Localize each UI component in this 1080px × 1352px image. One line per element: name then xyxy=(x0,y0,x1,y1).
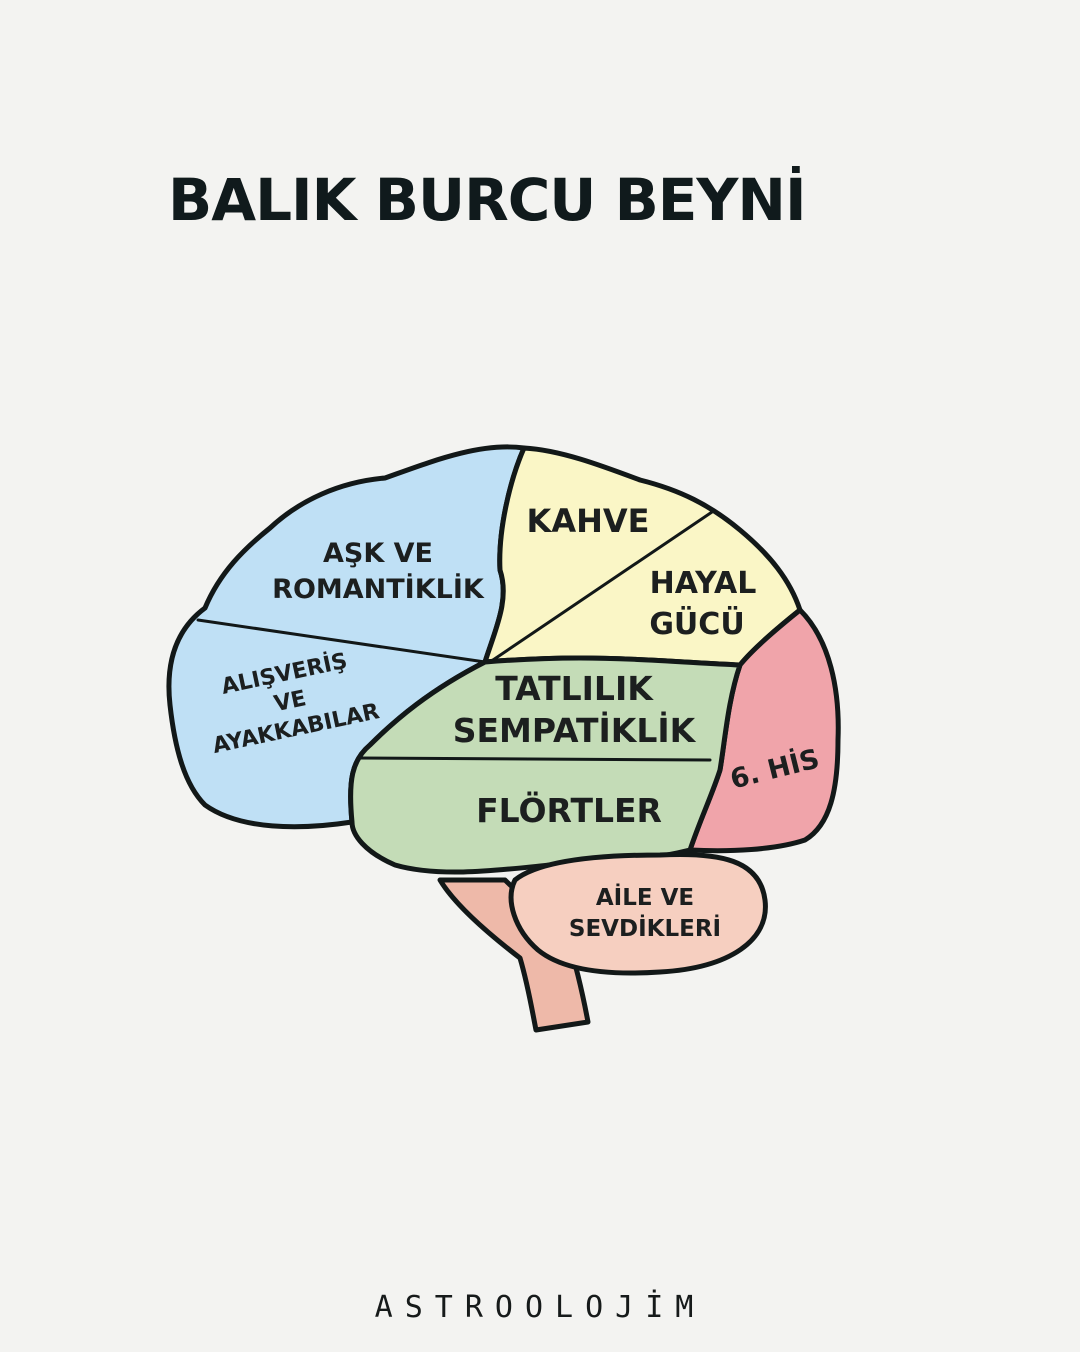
label-kahve: KAHVE xyxy=(527,502,650,540)
label-ask-romantiklik: AŞK VE xyxy=(323,538,433,569)
label-hayal-gucu: HAYAL xyxy=(650,566,757,601)
label-aile: SEVDİKLERİ xyxy=(569,914,721,942)
label-ask-romantiklik: ROMANTİKLİK xyxy=(272,573,485,605)
label-hayal-gucu: GÜCÜ xyxy=(649,605,744,642)
brand-footer: ASTROOLOJİM xyxy=(374,1290,706,1325)
divider-line xyxy=(356,756,712,762)
label-flortler: FLÖRTLER xyxy=(476,790,662,830)
label-aile: AİLE VE xyxy=(596,883,694,911)
region-salmon xyxy=(508,851,768,976)
divider-line xyxy=(488,510,714,664)
page-title: BALIK BURCU BEYNİ xyxy=(168,166,807,234)
label-tatlilik: TATLILIK xyxy=(495,669,654,708)
divider-line xyxy=(196,618,487,664)
label-tatlilik: SEMPATİKLİK xyxy=(453,710,697,750)
